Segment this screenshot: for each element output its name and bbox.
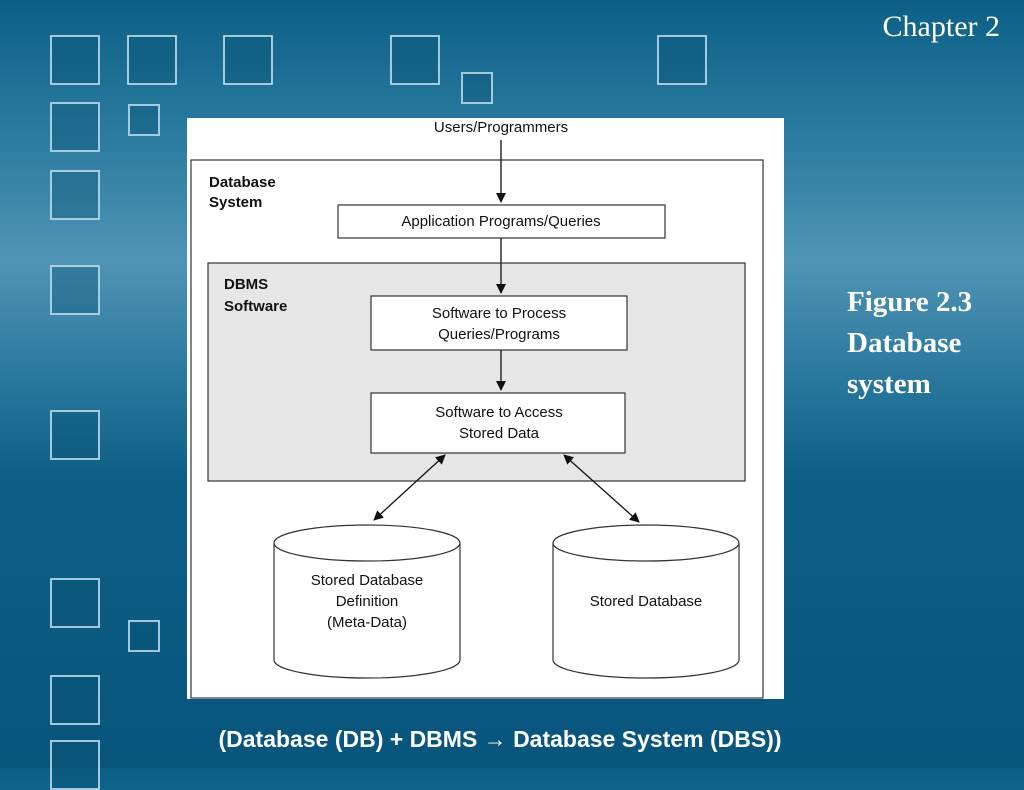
- decorative-square: [128, 620, 160, 652]
- outer-box-label-line: Database: [209, 174, 276, 191]
- arrow-access-to-metadata: [373, 454, 446, 521]
- stored-database-cylinder: [552, 524, 740, 679]
- decorative-square: [50, 265, 100, 315]
- decorative-square: [50, 410, 100, 460]
- decorative-square: [128, 104, 160, 136]
- decorative-square: [127, 35, 177, 85]
- dbms-label-line: DBMS: [224, 276, 268, 293]
- caption-line: Database: [847, 327, 962, 359]
- access-box-line: Software to Access: [435, 404, 563, 421]
- decorative-square: [50, 170, 100, 220]
- decorative-square: [390, 35, 440, 85]
- access-box-line: Stored Data: [459, 425, 540, 442]
- process-box-line: Software to Process: [432, 305, 566, 322]
- process-queries-box: [370, 295, 628, 351]
- metadata-cylinder-line: Definition: [336, 593, 399, 610]
- decorative-square: [461, 72, 493, 104]
- decorative-square: [50, 102, 100, 152]
- metadata-cylinder-line: (Meta-Data): [327, 614, 407, 631]
- decorative-square: [50, 578, 100, 628]
- figure-caption: Figure 2.3 Database system: [847, 282, 1017, 405]
- outer-box-label-line: System: [209, 194, 262, 211]
- decorative-square: [50, 675, 100, 725]
- users-programmers-label: Users/Programmers: [434, 119, 568, 136]
- access-stored-data-box: [370, 392, 626, 454]
- decorative-square: [223, 35, 273, 85]
- caption-line: Figure 2.3: [847, 286, 973, 318]
- footer-note: (Database (DB) + DBMS → Database System …: [218, 726, 782, 752]
- dbms-label-line: Software: [224, 298, 287, 315]
- metadata-cylinder: [273, 524, 461, 679]
- metadata-cylinder-line: Stored Database: [311, 572, 424, 589]
- decorative-square: [50, 35, 100, 85]
- decorative-square: [657, 35, 707, 85]
- caption-line: system: [847, 368, 931, 400]
- process-box-line: Queries/Programs: [438, 326, 560, 343]
- arrow-access-to-database: [563, 454, 640, 523]
- chapter-label: Chapter 2: [882, 10, 1000, 43]
- database-system-diagram: Users/Programmers Database System Applic…: [187, 118, 784, 699]
- application-programs-label: Application Programs/Queries: [401, 213, 600, 230]
- stored-database-label: Stored Database: [590, 593, 703, 610]
